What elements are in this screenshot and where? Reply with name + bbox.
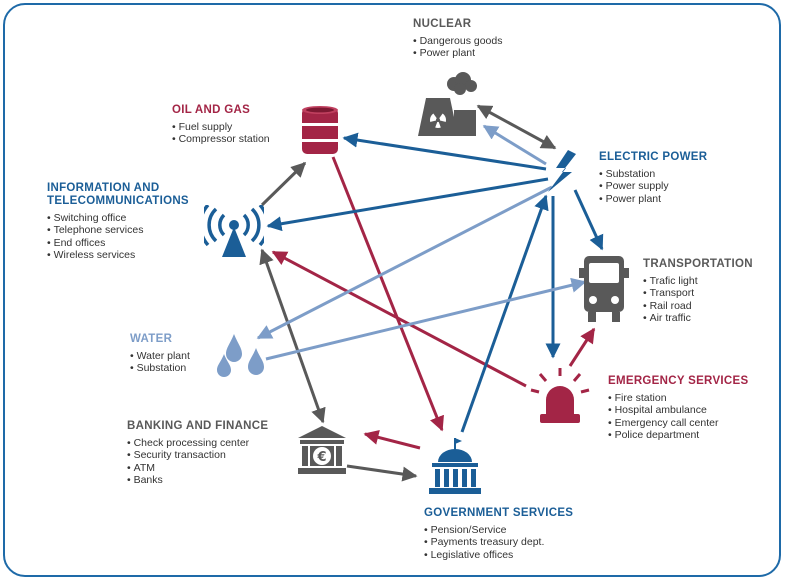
truck-icon — [579, 256, 629, 322]
list-item: Security transaction — [127, 449, 268, 461]
list-item: Water plant — [130, 350, 190, 362]
list-item: Dangerous goods — [413, 35, 503, 47]
list-item: Air traffic — [643, 312, 753, 324]
arrow-electric-water — [256, 185, 553, 340]
title-line: WATER — [130, 333, 173, 345]
node-title: BANKING AND FINANCE — [127, 420, 268, 433]
title-line: GOVERNMENT SERVICES — [424, 507, 574, 519]
item-list: Dangerous goods Power plant — [413, 35, 503, 60]
arrow-electric-oil — [342, 132, 547, 171]
node-title: OIL AND GAS — [172, 104, 270, 117]
government-building-icon — [429, 438, 481, 494]
arrow-oil-government — [331, 156, 444, 432]
arrow-electric-nuclear — [482, 124, 547, 166]
node-oil-and-gas: OIL AND GAS Fuel supply Compressor stati… — [172, 104, 270, 146]
list-item: ATM — [127, 462, 268, 474]
node-title: GOVERNMENT SERVICES — [424, 507, 573, 520]
item-list: Fire station Hospital ambulance Emergenc… — [608, 392, 748, 442]
list-item: Banks — [127, 474, 268, 486]
node-banking-finance: BANKING AND FINANCE Check processing cen… — [127, 420, 268, 487]
title-line: OIL AND GAS — [172, 104, 251, 116]
item-list: Check processing center Security transac… — [127, 437, 268, 487]
arrow-emergency-antenna — [271, 250, 527, 388]
title-line: BANKING AND FINANCE — [127, 420, 269, 432]
list-item: Switching office — [47, 212, 189, 224]
node-emergency-services: EMERGENCY SERVICES Fire station Hospital… — [608, 375, 748, 442]
bank-euro-icon: € — [298, 426, 346, 474]
node-title: NUCLEAR — [413, 18, 503, 31]
list-item: Power supply — [599, 180, 707, 192]
list-item: Substation — [599, 168, 707, 180]
list-item: Check processing center — [127, 437, 268, 449]
node-electric-power: ELECTRIC POWER Substation Power supply P… — [599, 151, 707, 205]
list-item: Transport — [643, 287, 753, 299]
arrow-water-transport — [265, 277, 587, 361]
node-title: TRANSPORTATION — [643, 258, 753, 271]
item-list: Pension/Service Payments treasury dept. … — [424, 524, 573, 561]
item-list: Substation Power supply Power plant — [599, 168, 707, 205]
node-nuclear: NUCLEAR Dangerous goods Power plant — [413, 18, 503, 60]
arrow-nuclear-electric — [476, 104, 557, 150]
arrow-electric-antenna — [266, 177, 549, 232]
node-water: WATER Water plant Substation — [130, 333, 190, 375]
title-line: TELECOMMUNICATIONS — [47, 195, 189, 207]
list-item: End offices — [47, 237, 189, 249]
list-item: Emergency call center — [608, 417, 748, 429]
list-item: Power plant — [413, 47, 503, 59]
list-item: Wireless services — [47, 249, 189, 261]
list-item: Payments treasury dept. — [424, 536, 573, 548]
list-item: Trafic light — [643, 275, 753, 287]
arrow-electric-transport — [573, 189, 604, 251]
title-line: NUCLEAR — [413, 18, 472, 30]
list-item: Telephone services — [47, 224, 189, 236]
node-title: WATER — [130, 333, 190, 346]
item-list: Switching office Telephone services End … — [47, 212, 189, 262]
water-drops-icon — [217, 334, 264, 377]
node-transportation: TRANSPORTATION Trafic light Transport Ra… — [643, 258, 753, 325]
diagram-frame — [3, 3, 781, 577]
node-title: ELECTRIC POWER — [599, 151, 707, 164]
title-line: TRANSPORTATION — [643, 258, 753, 270]
list-item: Police department — [608, 429, 748, 441]
antenna-icon — [204, 205, 264, 257]
node-title: EMERGENCY SERVICES — [608, 375, 748, 388]
list-item: Rail road — [643, 300, 753, 312]
node-information-telecommunications: INFORMATION AND TELECOMMUNICATIONS Switc… — [47, 182, 189, 262]
arrow-antenna-bank — [259, 248, 326, 424]
title-line: EMERGENCY SERVICES — [608, 375, 749, 387]
item-list: Trafic light Transport Rail road Air tra… — [643, 275, 753, 325]
list-item: Compressor station — [172, 133, 270, 145]
nuclear-plant-icon — [418, 72, 477, 136]
list-item: Legislative offices — [424, 549, 573, 561]
list-item: Substation — [130, 362, 190, 374]
arrow-government-bank — [363, 430, 421, 450]
lightning-icon — [548, 150, 576, 192]
oil-barrel-icon — [302, 106, 338, 154]
list-item: Fuel supply — [172, 121, 270, 133]
item-list: Water plant Substation — [130, 350, 190, 375]
node-title: INFORMATION AND TELECOMMUNICATIONS — [47, 182, 189, 208]
title-line: ELECTRIC POWER — [599, 151, 708, 163]
list-item: Hospital ambulance — [608, 404, 748, 416]
arrow-emergency-transport — [568, 327, 596, 367]
arrow-antenna-oil — [260, 161, 307, 207]
list-item: Pension/Service — [424, 524, 573, 536]
title-line: INFORMATION AND — [47, 182, 160, 194]
arrow-government-electric — [460, 194, 549, 433]
svg-text:€: € — [316, 450, 326, 465]
item-list: Fuel supply Compressor station — [172, 121, 270, 146]
siren-icon — [530, 368, 590, 423]
list-item: Fire station — [608, 392, 748, 404]
arrow-bank-government — [346, 464, 418, 482]
list-item: Power plant — [599, 193, 707, 205]
node-government-services: GOVERNMENT SERVICES Pension/Service Paym… — [424, 507, 573, 561]
